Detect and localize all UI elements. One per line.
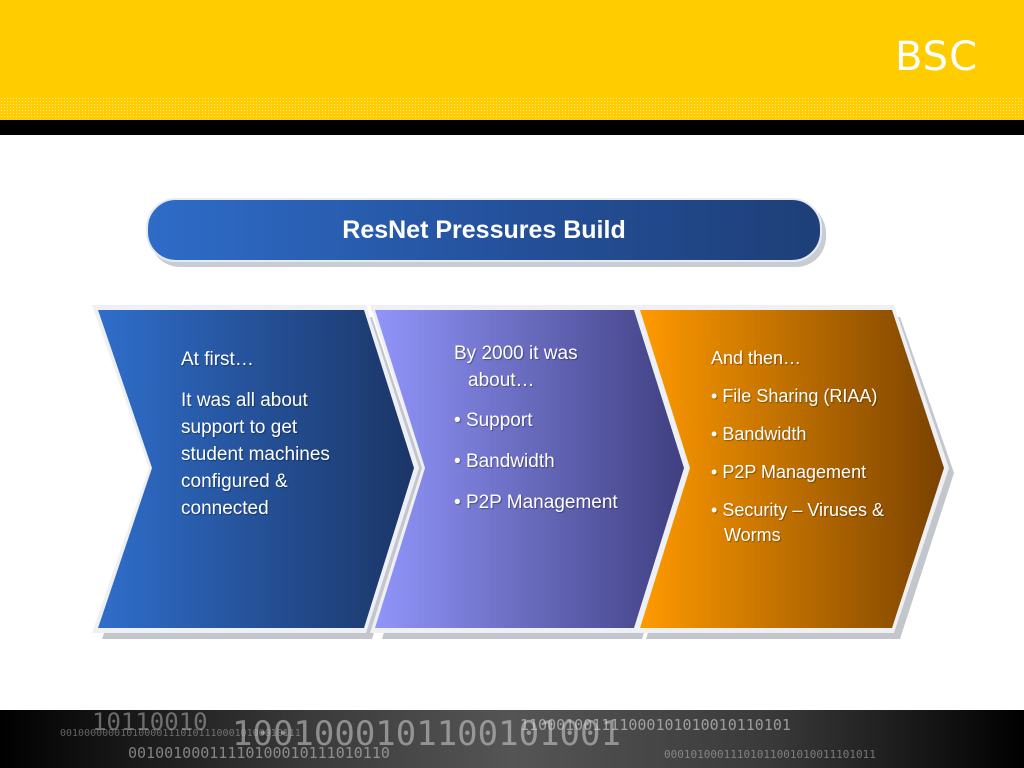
list-item: File Sharing (RIAA) xyxy=(711,384,931,409)
binary-text: 0010000000101000011101011100010100010111 xyxy=(60,728,301,739)
header-band: BSC xyxy=(0,0,1024,120)
panel-2-text: By 2000 it was about… Support Bandwidth … xyxy=(454,340,664,516)
list-item: P2P Management xyxy=(711,460,931,485)
panel-2-heading-line-1: By 2000 it was xyxy=(454,343,578,364)
binary-text: 1001000101100101001 xyxy=(232,714,621,754)
panel-1-heading: At first… xyxy=(181,349,254,370)
panel-3-heading: And then… xyxy=(711,348,802,368)
list-item: P2P Management xyxy=(454,489,664,516)
header-black-bar xyxy=(0,120,1024,135)
binary-text: 10110010 xyxy=(92,710,208,736)
list-item: Security – Viruses & xyxy=(711,498,931,523)
slide-title: ResNet Pressures Build xyxy=(342,215,626,244)
list-item: Bandwidth xyxy=(711,422,931,447)
panel-1-body: It was all about support to get student … xyxy=(181,390,330,519)
binary-text: 110001001111000101010010110101 xyxy=(520,716,791,734)
footer-binary-band: 10110010 1001000101100101001 11000100111… xyxy=(0,710,1024,768)
panel-3-list: File Sharing (RIAA) Bandwidth P2P Manage… xyxy=(711,384,931,548)
panel-2-heading-line-2: about… xyxy=(468,370,535,391)
binary-text: 00100100011110100010111010110 xyxy=(128,744,390,762)
header-dot-pattern xyxy=(0,97,1024,119)
list-item-continuation: Worms xyxy=(724,525,781,545)
list-item: Support xyxy=(454,407,664,434)
chevron-1 xyxy=(98,310,414,628)
list-item: Bandwidth xyxy=(454,448,664,475)
panel-2-list: Support Bandwidth P2P Management xyxy=(454,407,664,516)
slide-title-banner: ResNet Pressures Build xyxy=(146,198,822,262)
binary-text: 00010100011101011001010011101011 xyxy=(664,748,876,761)
panel-3-text: And then… File Sharing (RIAA) Bandwidth … xyxy=(711,346,931,548)
logo: BSC xyxy=(894,34,978,80)
panel-1-text: At first… It was all about support to ge… xyxy=(181,346,351,522)
